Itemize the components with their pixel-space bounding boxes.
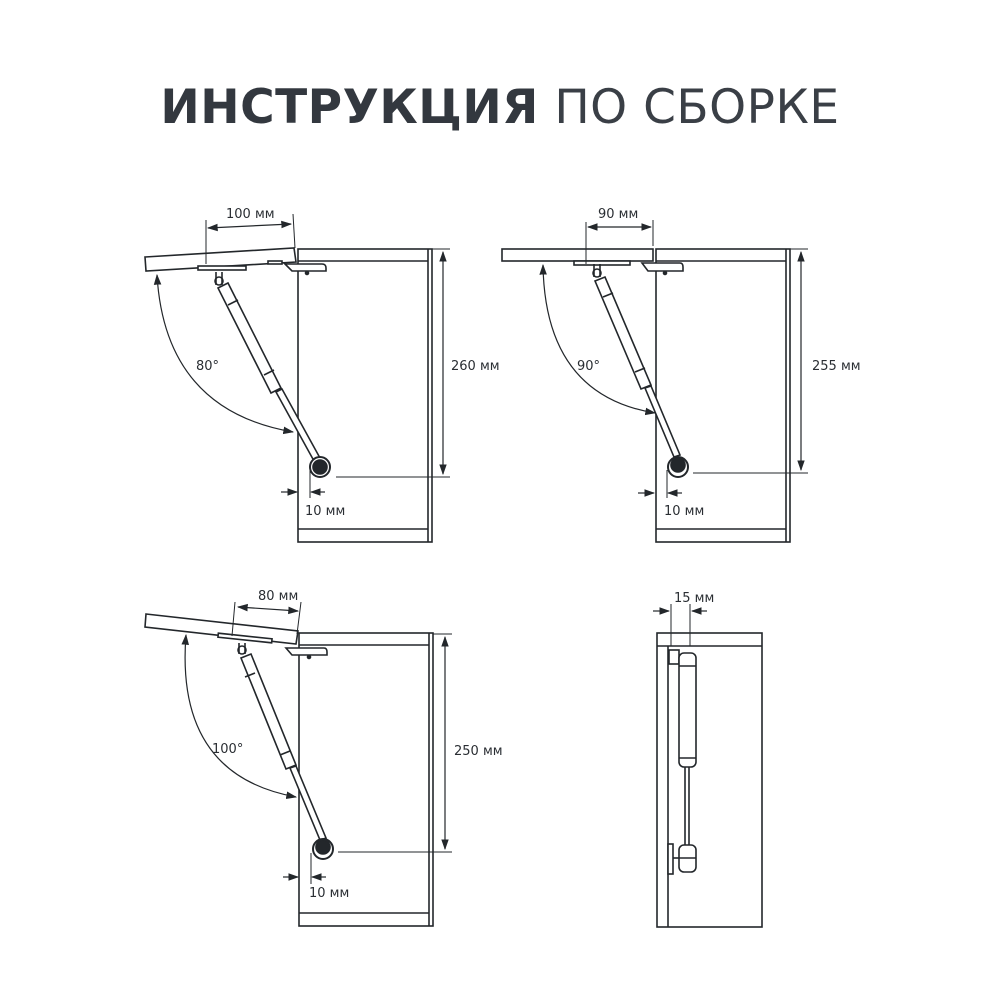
- mount-offset-label-3: 80 мм: [258, 589, 298, 604]
- height-label-3: 250 мм: [454, 744, 503, 759]
- gas-strut-front: [667, 649, 697, 875]
- diagram-100-degrees: [144, 601, 452, 927]
- page-title: ИНСТРУКЦИЯ ПО СБОРКЕ: [0, 78, 1000, 138]
- cabinet-body: [655, 248, 791, 543]
- cabinet-body: [298, 632, 434, 927]
- gas-strut: [214, 272, 331, 478]
- lid-panel: [144, 247, 297, 272]
- hinge: [640, 262, 684, 276]
- angle-label-2: 90°: [577, 359, 600, 374]
- side-offset-label-2: 10 мм: [664, 504, 704, 519]
- side-offset-label-3: 10 мм: [309, 886, 349, 901]
- diagram-80-degrees: [144, 213, 450, 543]
- mount-offset-label-2: 90 мм: [598, 207, 638, 222]
- height-label-1: 260 мм: [451, 359, 500, 374]
- height-label-2: 255 мм: [812, 359, 861, 374]
- diagram-90-degrees: [501, 220, 808, 543]
- lid-panel: [501, 248, 654, 266]
- angle-label-1: 80°: [196, 359, 219, 374]
- cabinet-body: [297, 248, 433, 543]
- title-bold: ИНСТРУКЦИЯ: [160, 80, 539, 135]
- side-offset-label-1: 10 мм: [305, 504, 345, 519]
- hinge: [284, 647, 328, 660]
- lid-panel: [144, 613, 299, 645]
- gas-strut: [592, 264, 689, 478]
- cabinet-side: [656, 632, 763, 928]
- diagram-front-view: [653, 604, 763, 928]
- gas-strut: [237, 643, 334, 860]
- angle-label-3: 100°: [212, 742, 243, 757]
- mount-offset-label-1: 100 мм: [226, 207, 275, 222]
- title-light: ПО СБОРКЕ: [554, 80, 840, 135]
- depth-offset-label: 15 мм: [674, 591, 714, 606]
- hinge: [283, 263, 327, 276]
